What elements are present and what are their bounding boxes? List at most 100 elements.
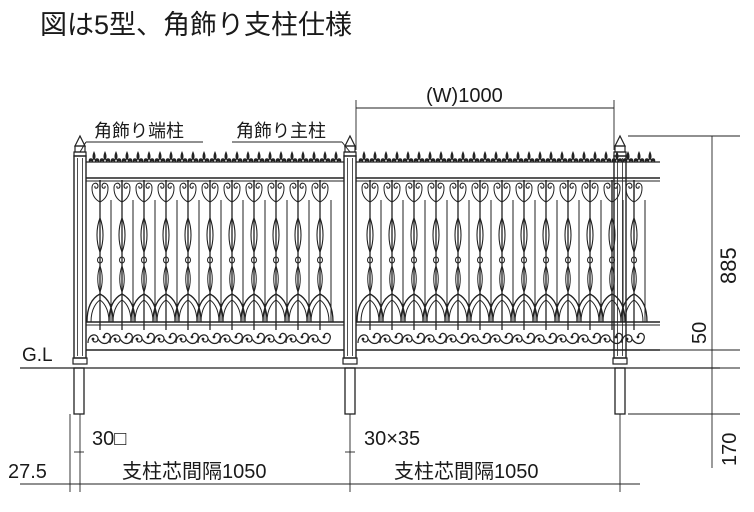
finial-ornament xyxy=(600,151,612,162)
picket-bar xyxy=(366,179,374,331)
finial-ornament xyxy=(308,151,320,162)
swirl-ornament xyxy=(489,332,513,345)
finial-ornament xyxy=(545,151,557,162)
swirl-ornament xyxy=(197,332,221,345)
finial-ornament xyxy=(501,151,513,162)
picket-bar xyxy=(272,179,280,331)
drawing-title: 図は5型、角飾り支柱仕様 xyxy=(40,10,352,40)
picket-bar xyxy=(206,179,214,331)
finial-ornament xyxy=(523,151,535,162)
swirl-ornament xyxy=(555,332,579,345)
main-post-size-label: 30×35 xyxy=(364,428,420,450)
picket-bar xyxy=(520,179,528,331)
finial-ornament xyxy=(424,151,436,162)
height-total-label: 885 xyxy=(716,247,741,284)
embed-depth-label: 170 xyxy=(719,433,741,466)
finial-ornament xyxy=(176,151,188,162)
swirl-ornament xyxy=(423,332,447,345)
left-fence-panel xyxy=(86,161,344,351)
finial-ornament xyxy=(242,151,254,162)
finial-ornament xyxy=(391,151,403,162)
main-post-label: 角飾り主柱 xyxy=(236,121,326,141)
finial-ornament xyxy=(143,151,155,162)
post-embed-right xyxy=(614,367,626,415)
finial-ornament xyxy=(121,151,133,162)
post-spacing-dimensions xyxy=(20,414,640,492)
finial-ornament xyxy=(358,151,370,162)
post-spacing-label-1: 支柱芯間隔1050 xyxy=(122,460,267,483)
picket-bar xyxy=(410,179,418,331)
finial-ornament xyxy=(88,151,100,162)
picket-bar xyxy=(118,179,126,331)
finial-ornament xyxy=(512,151,524,162)
panel-width-dimension xyxy=(355,100,615,150)
swirl-ornament xyxy=(379,332,403,345)
picket-bar xyxy=(250,179,258,331)
finial-ornament xyxy=(99,151,111,162)
right-fence-panel xyxy=(356,161,660,351)
picket-bar xyxy=(630,179,638,331)
picket-bar xyxy=(316,179,324,331)
finial-ornament xyxy=(589,151,601,162)
finial-ornament xyxy=(479,151,491,162)
finial-ornament xyxy=(413,151,425,162)
finial-ornament xyxy=(275,151,287,162)
swirl-ornament xyxy=(357,332,381,345)
post-embed-main xyxy=(344,367,356,415)
picket-bar xyxy=(586,179,594,331)
picket-bar xyxy=(140,179,148,331)
picket-bar xyxy=(162,179,170,331)
finial-ornament xyxy=(457,151,469,162)
picket-bar xyxy=(542,179,550,331)
picket-bar xyxy=(454,179,462,331)
finial-ornament xyxy=(253,151,265,162)
main-post xyxy=(342,135,358,365)
finial-ornament xyxy=(567,151,579,162)
end-post-right xyxy=(612,135,628,365)
swirl-ornament xyxy=(175,332,199,345)
finial-ornament xyxy=(231,151,243,162)
picket-bar xyxy=(184,179,192,331)
swirl-ornament xyxy=(577,332,601,345)
picket-bar xyxy=(432,179,440,331)
finial-ornament xyxy=(198,151,210,162)
finial-ornament xyxy=(435,151,447,162)
finial-ornament xyxy=(534,151,546,162)
post-spacing-label-2: 支柱芯間隔1050 xyxy=(394,460,539,483)
height-clearance-label: 50 xyxy=(689,322,711,344)
finial-ornament xyxy=(264,151,276,162)
finial-ornament xyxy=(446,151,458,162)
finial-ornament xyxy=(369,151,381,162)
post-embed-left xyxy=(73,367,85,415)
picket-bar xyxy=(564,179,572,331)
finial-ornament xyxy=(154,151,166,162)
end-post-label: 角飾り端柱 xyxy=(94,121,184,141)
finial-ornament xyxy=(578,151,590,162)
finial-ornament xyxy=(110,151,122,162)
swirl-ornament xyxy=(241,332,265,345)
panel-width-label: (W)1000 xyxy=(426,85,503,107)
finial-ornament xyxy=(187,151,199,162)
swirl-ornament xyxy=(467,332,491,345)
swirl-ornament xyxy=(401,332,425,345)
picket-bar xyxy=(96,179,104,331)
ground-line-label: G.L xyxy=(22,345,53,366)
swirl-ornament xyxy=(153,332,177,345)
finial-ornament xyxy=(380,151,392,162)
picket-bar xyxy=(294,179,302,331)
finial-ornament xyxy=(330,151,342,162)
end-offset-label: 27.5 xyxy=(8,461,47,483)
swirl-ornament xyxy=(131,332,155,345)
finial-ornament xyxy=(165,151,177,162)
finial-ornament xyxy=(319,151,331,162)
end-post-left xyxy=(72,135,88,365)
finial-ornament xyxy=(132,151,144,162)
swirl-ornament xyxy=(263,332,287,345)
swirl-ornament xyxy=(87,332,111,345)
finial-ornament xyxy=(209,151,221,162)
picket-bar xyxy=(388,179,396,331)
swirl-ornament xyxy=(109,332,133,345)
finial-ornament xyxy=(220,151,232,162)
